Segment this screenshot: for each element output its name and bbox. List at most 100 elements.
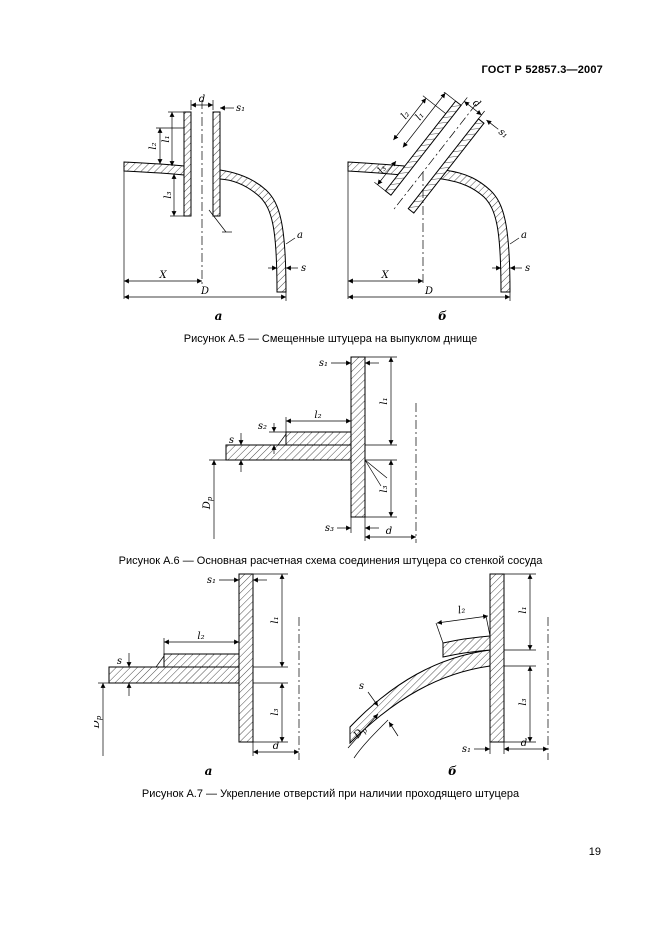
taper-lines [364,459,387,487]
dimension-D [123,292,286,301]
subfigure-label-a: а [204,764,213,778]
dimension-l3 [364,459,397,518]
dimension-D [347,292,510,301]
diagram-a5-a: d s₁ l₂ l₁ l₃ [123,94,306,301]
dimension-l2 [285,417,351,432]
dim-label-l1: l₁ [379,397,390,404]
dim-label-D: D [199,286,208,297]
subfigure-a7-b: l₂ l₁ l₃ s [338,562,568,778]
standard-number: ГОСТ Р 52857.3—2007 [481,64,603,76]
subfigure-label-b: б [438,309,447,323]
dim-label-Dp: Dр [202,496,214,510]
vessel-head-wall [123,161,287,293]
reinforcement-pad [276,431,351,446]
weld-point-leader [285,237,295,245]
dimension-l1 [503,573,536,651]
dimension-s3 [336,517,379,541]
dim-label-d: d [272,741,278,752]
dimension-s [367,691,398,737]
dim-label-l2: l₂ [457,605,466,617]
dim-label-d: d [198,94,204,105]
diagram-a6: s₁ l₁ l₃ l₂ s s₂ [202,356,416,543]
dimension-l1 [252,573,288,668]
dimension-d [460,97,485,120]
dimension-Dp [208,459,226,539]
weld-point-leader [509,237,519,245]
subfigure-a5-b: d s₁ l₁ l₂ [338,92,548,323]
figure-a5: d s₁ l₂ l₁ l₃ [0,92,661,345]
dim-label-D: D [423,286,432,297]
dimension-l1 [364,356,397,446]
dimension-l2 [435,614,490,644]
dimension-x [347,171,423,299]
dimension-s1 [485,119,498,130]
dim-label-s: s [116,656,121,667]
diagram-a7-b: l₂ l₁ l₃ s [347,573,548,760]
dim-label-l2: l₂ [148,142,159,149]
dimension-l2 [392,95,446,141]
dimension-l3 [252,682,288,743]
dimension-Dp [97,682,109,756]
dim-label-s: s [228,435,233,446]
dim-label-s1: s₁ [318,358,327,369]
page-number: 19 [588,846,601,858]
weld-point-label: а [521,230,527,241]
figure-a7: s₁ l₂ l₁ l₃ [0,562,661,800]
dimension-l3 [169,174,184,217]
subfigure-a5-a: d s₁ l₂ l₁ l₃ [114,92,324,323]
inclined-nozzle: d s₁ l₁ l₂ [373,92,510,214]
dim-label-s3: s₃ [324,523,333,534]
dim-label-s1: s₁ [206,575,215,586]
dim-label-s1: s₁ [496,127,510,141]
through-nozzle-wall [238,573,253,743]
dimension-l1 [167,111,184,166]
dim-label-s1: s₁ [236,103,245,114]
dim-label-l1: l₁ [161,135,172,142]
dim-label-l2: l₂ [314,410,321,421]
shell-wall [108,666,239,684]
dimension-l2 [163,638,239,654]
dim-label-d: d [520,738,526,749]
dim-label-l3: l₃ [518,698,529,705]
dimension-x [123,171,202,299]
dimension-s2 [268,423,286,454]
dim-label-s2: s₂ [257,421,266,432]
through-nozzle-wall [489,573,504,743]
dimension-l3 [503,665,536,743]
dimension-Dp [347,713,378,749]
dimension-l2 [155,127,184,164]
weld-point-label: а [297,230,303,241]
dim-label-l2: l₂ [197,631,204,642]
subfigure-label-b: б [448,764,457,778]
dimension-l3 [373,160,396,192]
dim-label-l1: l₁ [270,616,281,623]
curved-shell-wall [349,649,490,759]
shell-wall [225,444,351,461]
subfigure-label-a: а [214,309,223,323]
dim-label-s: s [525,263,530,274]
dim-label-l3: l₃ [270,708,281,715]
dim-label-l2: l₂ [399,109,412,121]
dim-label-Dp: Dр [94,715,103,729]
dim-label-x: X [158,270,167,281]
subfigure-a7-a: s₁ l₂ l₁ l₃ [94,562,324,778]
diagram-a7-a: s₁ l₂ l₁ l₃ [94,573,299,760]
figure-a5-caption: Рисунок А.5 — Смещенные штуцера на выпук… [183,333,478,345]
nozzle-walls [183,111,220,217]
dimension-diameter [252,742,299,756]
nozzle-wall [350,356,365,518]
dim-label-x: X [380,270,389,281]
dim-label-l1: l₁ [518,606,529,613]
dimension-s1 [473,742,504,754]
dim-label-d: d [385,526,391,537]
reinforcement-pad [154,653,239,668]
figure-a6-caption: Рисунок А.6 — Основная расчетная схема с… [118,555,543,567]
figure-a6: s₁ l₁ l₃ l₂ s s₂ [0,345,661,567]
dim-label-l3: l₃ [163,191,174,198]
internal-end-lines [208,209,232,233]
dim-label-d: d [470,98,482,111]
dim-label-s: s [301,263,306,274]
dimension-d [190,100,213,110]
diagram-a5-b: d s₁ l₁ l₂ [347,92,530,301]
